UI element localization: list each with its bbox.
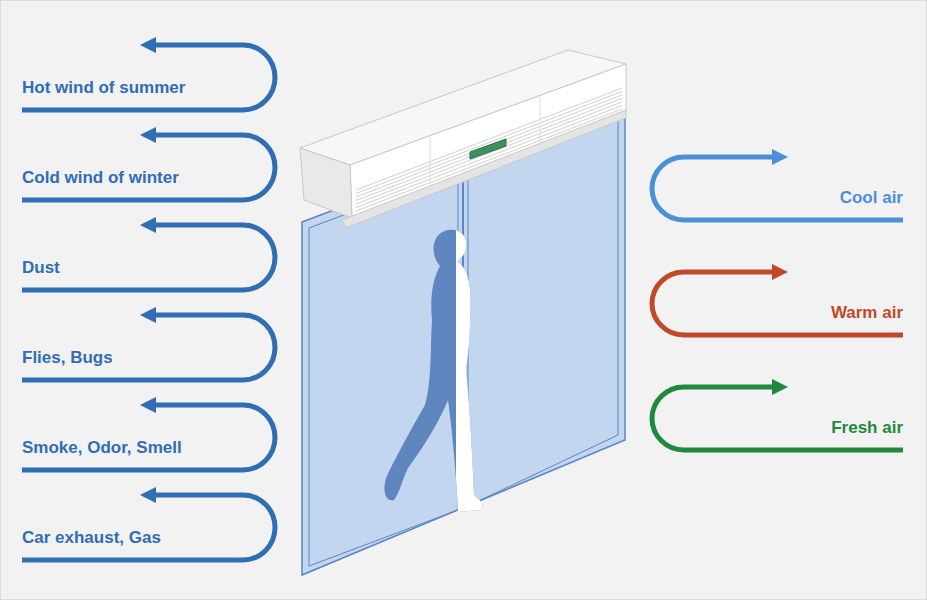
vent-line [356,106,622,208]
vent-line [356,92,622,194]
airflow-line [22,225,275,290]
airflow-line [652,157,903,220]
airflow-label: Hot wind of summer [22,78,185,98]
airflow-line [22,315,275,380]
airflow-line [22,405,275,470]
airflow-line [22,135,275,200]
airflow-arrow [652,379,903,450]
airflow-arrow [22,37,275,110]
arrowhead [140,397,156,413]
vent-line [356,102,622,204]
arrowhead [140,37,156,53]
airflow-label: Smoke, Odor, Smell [22,438,182,458]
person-silhouette [384,230,482,512]
airflow-line [652,387,903,450]
airflow-arrow [22,397,275,470]
airflow-line [22,495,275,560]
airflow-label: Car exhaust, Gas [22,528,161,548]
air-curtain-unit [300,50,626,228]
arrowhead [140,217,156,233]
airflow-arrow [22,307,275,380]
vent-line [356,88,622,190]
airflow-line [22,45,275,110]
arrowhead [772,149,788,165]
arrowhead [772,379,788,395]
airflow-arrow [22,487,275,560]
airflow-arrow [22,127,275,200]
airflow-arrow [652,264,903,335]
airflow-label: Fresh air [831,418,903,438]
airflow-label: Cool air [840,188,903,208]
airflow-label: Flies, Bugs [22,348,113,368]
airflow-arrow [652,149,903,220]
airflow-label: Dust [22,258,60,278]
vent-line [356,95,622,197]
arrowhead [140,127,156,143]
airflow-arrow [22,217,275,290]
arrowhead [140,307,156,323]
vent-line [356,109,622,211]
airflow-label: Warm air [831,303,903,323]
airflow-label: Cold wind of winter [22,168,179,188]
arrowhead [772,264,788,280]
arrowhead [140,487,156,503]
airflow-line [652,272,903,335]
vent-line [356,99,622,201]
